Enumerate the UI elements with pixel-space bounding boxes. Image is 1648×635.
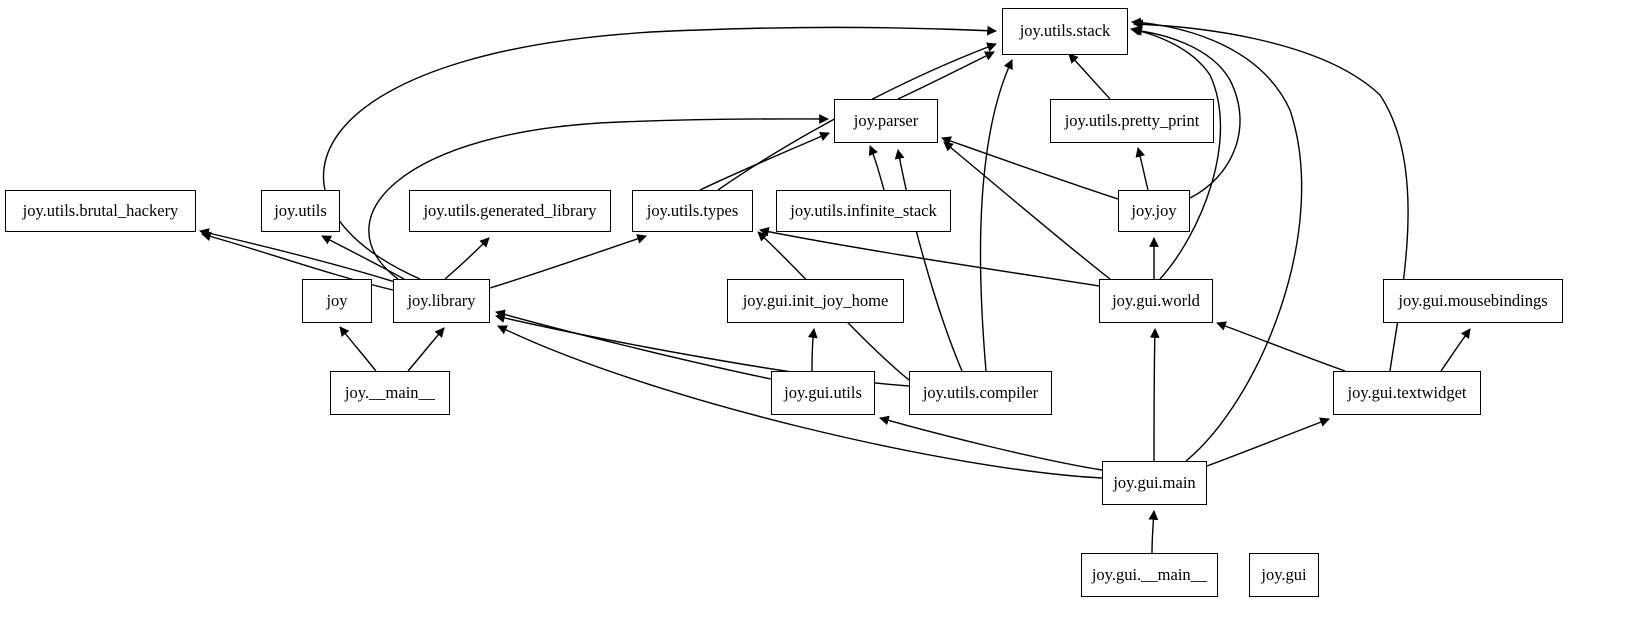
edge-joy-utils-compiler-to-joy-parser <box>894 149 963 372</box>
node-joy-gui-textwidget[interactable]: joy.gui.textwidget <box>1333 371 1481 415</box>
edge-joy-library-to-joy-utils <box>321 235 405 280</box>
node-joy-library[interactable]: joy.library <box>393 279 490 323</box>
node-joy-utils-stack[interactable]: joy.utils.stack <box>1002 8 1128 55</box>
node-label: joy.gui.world <box>1112 290 1200 310</box>
node-joy-gui-world[interactable]: joy.gui.world <box>1099 279 1213 323</box>
edge-joy-utils-types-to-joy-parser <box>699 132 830 191</box>
node-joy-utils-pretty-print[interactable]: joy.utils.pretty_print <box>1050 99 1214 143</box>
node-joy[interactable]: joy <box>302 279 372 323</box>
edge-joy-gui-main-to-joy-utils-stack <box>1131 17 1303 462</box>
node-joy-gui-init-joy-home[interactable]: joy.gui.init_joy_home <box>727 279 904 323</box>
node-joy-joy[interactable]: joy.joy <box>1118 190 1190 232</box>
node-joy-utils-generated-library[interactable]: joy.utils.generated_library <box>409 190 611 232</box>
edge-joy-gui-textwidget-to-joy-gui-world <box>1216 321 1346 372</box>
edge-joy-gui-main-to-joy-gui-utils <box>879 415 1103 471</box>
node-label: joy.gui.main <box>1113 472 1196 492</box>
node-label: joy.utils.brutal_hackery <box>22 200 179 220</box>
edge-joy-joy-to-joy-utils-pretty-print <box>1135 147 1149 191</box>
edge-joy-library-to-joy-utils-types <box>489 234 647 289</box>
edge-joy-gui-main-to-joy-gui-textwidget <box>1206 417 1330 467</box>
edge-joy-gui-textwidget-to-joy-gui-mousebindings <box>1440 328 1471 372</box>
node-joy-gui-mousebindings[interactable]: joy.gui.mousebindings <box>1383 279 1563 323</box>
node-joy-gui-main[interactable]: joy.gui.main <box>1102 461 1207 505</box>
node-label: joy.utils.stack <box>1019 21 1111 41</box>
node-label: joy <box>326 290 348 310</box>
node-label: joy.gui.textwidget <box>1347 382 1467 402</box>
node-label: joy.gui.mousebindings <box>1398 290 1548 310</box>
node-label: joy.parser <box>853 110 919 130</box>
node-joy-utils[interactable]: joy.utils <box>261 190 340 232</box>
edge-joy-gui-main-module-to-joy-gui-main <box>1148 510 1159 554</box>
edge-joy-joy-to-joy-parser <box>941 136 1119 200</box>
node-label: joy.gui.init_joy_home <box>742 290 889 310</box>
node-joy-utils-compiler[interactable]: joy.utils.compiler <box>909 371 1052 415</box>
edge-joy-library-to-joy-utils-brutal-hackery <box>199 228 396 283</box>
node-joy-parser[interactable]: joy.parser <box>834 99 938 143</box>
node-label: joy.library <box>407 290 476 310</box>
edge-joy-gui-utils-to-joy-gui-init-joy-home <box>807 328 818 372</box>
edge-joy-parser-to-joy-utils-stack <box>897 51 995 100</box>
node-label: joy.__main__ <box>344 382 436 402</box>
node-joy-utils-brutal-hackery[interactable]: joy.utils.brutal_hackery <box>5 190 196 232</box>
node-label: joy.utils <box>274 200 327 220</box>
node-joy-utils-infinite-stack[interactable]: joy.utils.infinite_stack <box>776 190 951 232</box>
node-label: joy.utils.types <box>646 200 739 220</box>
node-joy-gui[interactable]: joy.gui <box>1249 553 1319 597</box>
edge-joy-main-to-joy <box>339 326 377 372</box>
node-label: joy.utils.compiler <box>922 382 1039 402</box>
node-joy-main-module[interactable]: joy.__main__ <box>330 371 450 415</box>
node-joy-gui-main-module[interactable]: joy.gui.__main__ <box>1081 553 1218 597</box>
edge-joy-utils-compiler-to-joy-utils-stack <box>979 59 1013 372</box>
node-label: joy.utils.pretty_print <box>1064 110 1200 130</box>
edge-joy-gui-world-to-joy-parser <box>943 141 1111 280</box>
node-label: joy.utils.infinite_stack <box>790 200 937 220</box>
node-label: joy.utils.generated_library <box>423 200 597 220</box>
node-joy-utils-types[interactable]: joy.utils.types <box>632 190 753 232</box>
node-label: joy.joy <box>1131 200 1177 220</box>
edge-joy-gui-main-to-joy-gui-world <box>1149 328 1160 462</box>
node-label: joy.gui <box>1261 564 1307 584</box>
node-label: joy.gui.utils <box>784 382 862 402</box>
edge-joy-gui-world-to-joy-utils-stack <box>1130 26 1222 280</box>
edge-joy-utils-pretty-print-to-joy-utils-stack <box>1068 53 1111 100</box>
edge-joy-utils-infinite-stack-to-joy-parser <box>868 145 885 191</box>
node-joy-gui-utils[interactable]: joy.gui.utils <box>771 371 875 415</box>
edge-joy-gui-world-to-joy-utils-types <box>759 226 1100 287</box>
node-label: joy.gui.__main__ <box>1091 564 1208 584</box>
edge-joy-main-to-joy-library <box>407 327 445 372</box>
edge-joy-library-to-joy-utils-generated-library <box>444 237 490 280</box>
edge-joy-library-to-joy-utils-stack <box>322 25 997 280</box>
